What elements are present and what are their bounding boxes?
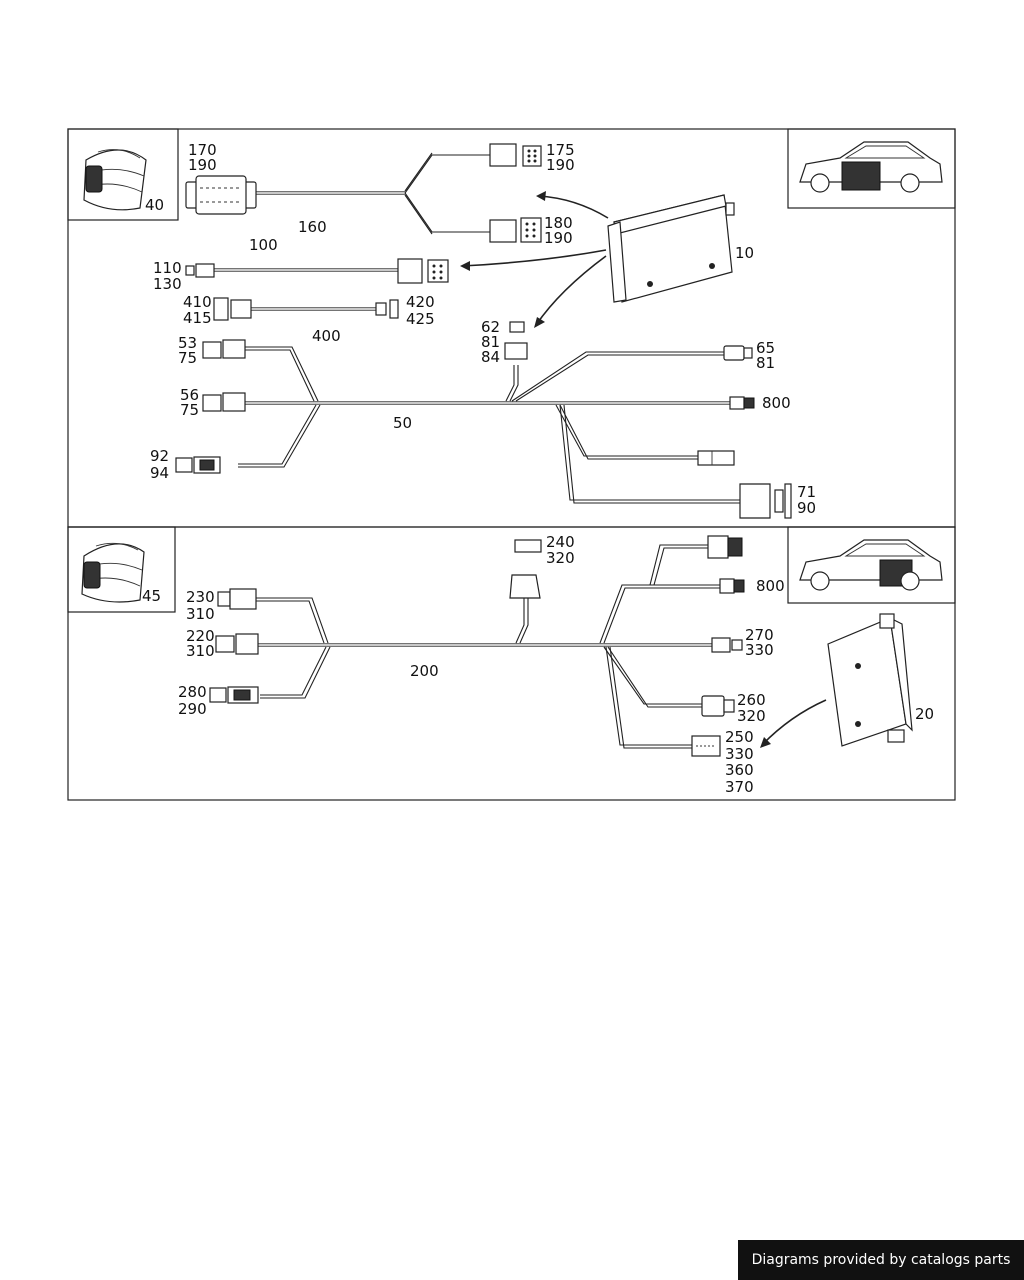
label-370: 370 (725, 778, 754, 796)
label-100: 100 (249, 236, 278, 254)
label-310: 310 (186, 642, 215, 660)
label-270: 270 (745, 626, 774, 644)
label-62: 62 (481, 318, 500, 336)
connector-250-330-360-370 (691, 735, 721, 757)
label-360: 360 (725, 761, 754, 779)
control-unit-20 (827, 613, 913, 747)
label-190: 190 (544, 229, 573, 247)
label-425: 425 (406, 310, 435, 328)
connector-170-190 (185, 175, 257, 215)
connector-260-320 (701, 695, 735, 717)
connector-65-81 (723, 345, 753, 361)
connector-280-290 (209, 686, 259, 704)
label-800: 800 (756, 577, 785, 595)
connector-top-right-bottom (707, 535, 743, 559)
label-71: 71 (797, 483, 816, 501)
label-180: 180 (544, 214, 573, 232)
connector-56-75 (202, 392, 246, 412)
connector-100-end (397, 258, 449, 284)
connector-180 (489, 217, 542, 243)
harness-200 (256, 544, 720, 749)
connector-175 (489, 143, 542, 167)
connector-270-330 (711, 637, 743, 653)
connector-53-75 (202, 339, 246, 359)
label-200: 200 (410, 662, 439, 680)
footer-credit: Diagrams provided by catalogs parts (738, 1240, 1024, 1280)
label-415: 415 (183, 309, 212, 327)
connector-92-94 (175, 456, 221, 474)
part-number-labels: 170 190 40 160 175 190 180 190 10 100 11… (142, 141, 934, 796)
grommet-boot-45-icon (81, 542, 145, 603)
pointer-arrows (460, 191, 827, 748)
connector-side-top (697, 450, 735, 466)
label-40: 40 (145, 196, 164, 214)
label-230: 230 (186, 588, 215, 606)
label-84: 84 (481, 348, 500, 366)
label-75: 75 (178, 349, 197, 367)
label-280: 280 (178, 683, 207, 701)
connector-220-310 (215, 633, 259, 655)
harness-50 (238, 346, 740, 504)
label-410: 410 (183, 293, 212, 311)
label-75: 75 (180, 401, 199, 419)
diagram-frames (67, 128, 956, 801)
harness-160 (255, 152, 490, 235)
label-330: 330 (725, 745, 754, 763)
control-unit-10 (607, 194, 735, 303)
label-92: 92 (150, 447, 169, 465)
label-310: 310 (186, 605, 215, 623)
connector-110-130 (185, 263, 215, 278)
label-800: 800 (762, 394, 791, 412)
label-330: 330 (745, 641, 774, 659)
label-10: 10 (735, 244, 754, 262)
label-320: 320 (546, 549, 575, 567)
label-400: 400 (312, 327, 341, 345)
connector-240-320 (509, 539, 542, 599)
label-290: 290 (178, 700, 207, 718)
connector-800-top (729, 396, 755, 410)
connector-420-425 (375, 299, 399, 319)
label-81: 81 (756, 354, 775, 372)
label-56: 56 (180, 386, 199, 404)
label-250: 250 (725, 728, 754, 746)
label-260: 260 (737, 691, 766, 709)
label-45: 45 (142, 587, 161, 605)
connector-71-90 (739, 483, 792, 519)
connector-62-81-84 (504, 321, 528, 360)
label-130: 130 (153, 275, 182, 293)
label-94: 94 (150, 464, 169, 482)
connector-410-415 (213, 297, 252, 321)
label-170: 170 (188, 141, 217, 159)
label-175: 175 (546, 141, 575, 159)
label-110: 110 (153, 259, 182, 277)
label-160: 160 (298, 218, 327, 236)
label-220: 220 (186, 627, 215, 645)
grommet-boot-40-icon (83, 149, 147, 211)
connector-800-bottom (719, 578, 745, 594)
car-rear-door-icon (799, 539, 943, 591)
label-240: 240 (546, 533, 575, 551)
label-420: 420 (406, 293, 435, 311)
connector-230-310 (217, 588, 257, 610)
label-65: 65 (756, 339, 775, 357)
label-320: 320 (737, 707, 766, 725)
label-90: 90 (797, 499, 816, 517)
label-190: 190 (188, 156, 217, 174)
label-20: 20 (915, 705, 934, 723)
label-81: 81 (481, 333, 500, 351)
label-50: 50 (393, 414, 412, 432)
label-53: 53 (178, 334, 197, 352)
car-front-door-icon (799, 141, 943, 193)
label-190: 190 (546, 156, 575, 174)
